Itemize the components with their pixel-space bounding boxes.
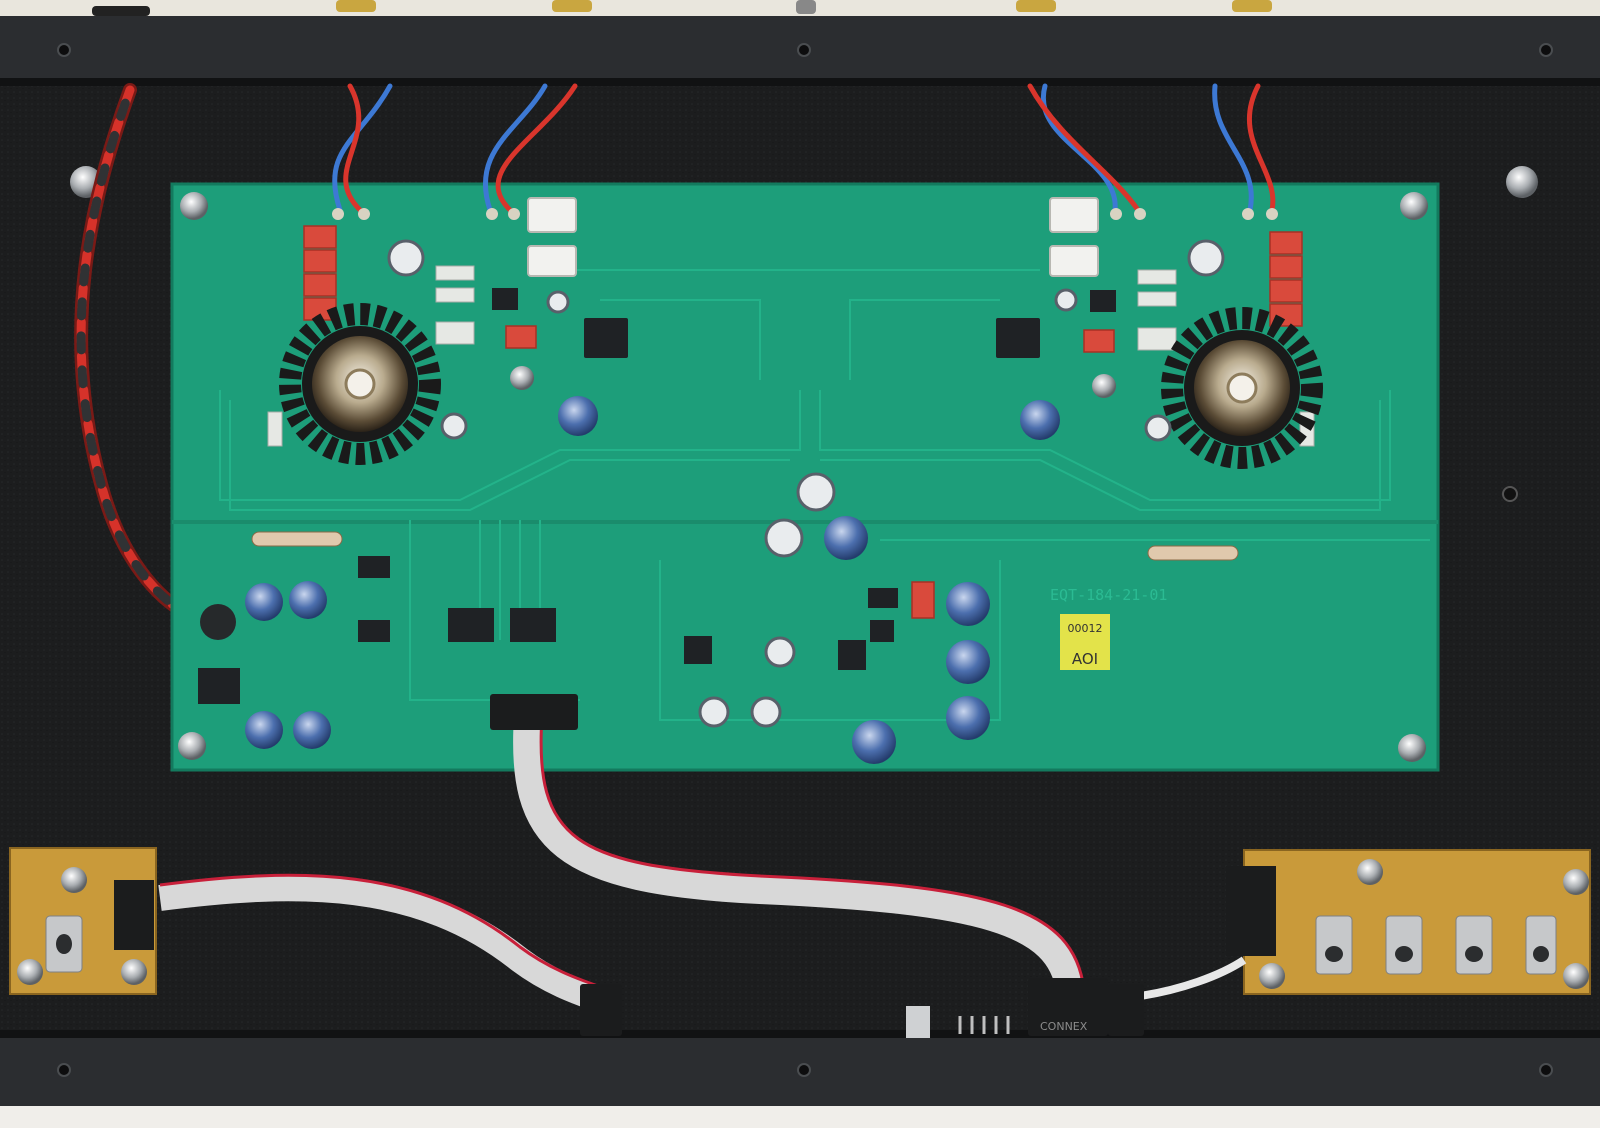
screw-icon	[1357, 859, 1383, 885]
tube-icon	[1161, 307, 1323, 469]
toggle-levers	[1325, 946, 1549, 962]
screw-icon	[1563, 869, 1589, 895]
screw-icon	[1400, 192, 1428, 220]
screw-icon	[178, 732, 206, 760]
screw-icon	[61, 867, 87, 893]
screw-icon	[1502, 486, 1518, 502]
relays	[527, 197, 1099, 277]
screw-icon	[1506, 166, 1538, 198]
smd-blocks	[267, 265, 1315, 447]
revision-mark: EQT-184-21-01	[1050, 586, 1167, 604]
idc-connectors	[490, 694, 1144, 1038]
qc-sticker-number: 00012	[1068, 622, 1103, 635]
connector-label: CONNEX	[1040, 1020, 1088, 1033]
toggle-switch-icon	[45, 915, 83, 973]
screw-icon	[1259, 963, 1285, 989]
screw-icon	[121, 959, 147, 985]
film-capacitors	[303, 225, 1303, 619]
inductor	[200, 604, 236, 640]
front-edge	[0, 1106, 1600, 1128]
capacitor-icon	[245, 396, 1060, 764]
rail-shadow	[0, 78, 1600, 86]
signal-wires	[332, 83, 1276, 213]
screw-icon	[1092, 374, 1116, 398]
rear-connectors	[92, 0, 1272, 16]
tube-icon	[279, 303, 441, 465]
pcb-traces	[219, 269, 1430, 721]
screw-icon	[17, 959, 43, 985]
power-wire	[74, 83, 195, 621]
toggle-switch-icon	[1315, 915, 1557, 975]
screw-icon	[1563, 963, 1589, 989]
ic-chips	[198, 288, 1116, 704]
screw-icon	[510, 366, 534, 390]
switch-board-left	[9, 847, 157, 995]
rail-shadow	[0, 1030, 1600, 1038]
header-pins	[958, 1016, 1010, 1034]
rail-holes	[57, 43, 1553, 1077]
capacitor-icon	[387, 239, 1225, 728]
power-resistors	[251, 531, 1239, 561]
qc-sticker-text: AOI	[1072, 650, 1098, 668]
screw-icon	[180, 192, 208, 220]
qc-sticker: 00012 AOI	[1060, 614, 1110, 670]
screw-icon	[1398, 734, 1426, 762]
wire-pads	[332, 208, 1278, 220]
